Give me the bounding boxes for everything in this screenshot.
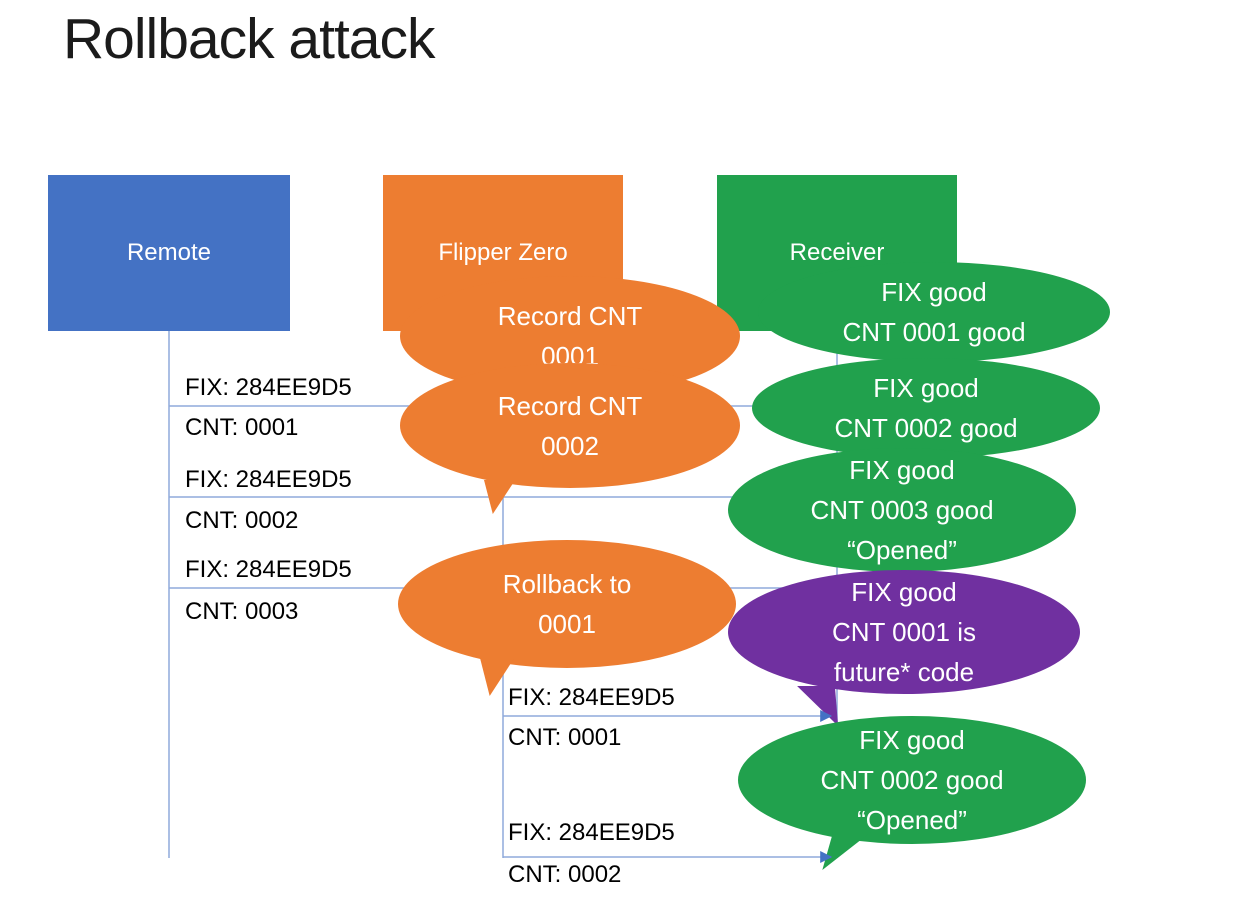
bubble-text-line: FIX good — [873, 373, 979, 403]
message-1-fix-label: FIX: 284EE9D5 — [185, 374, 352, 401]
actor-label-remote: Remote — [126, 239, 212, 266]
bubble-text-line: FIX good — [881, 277, 987, 307]
bubble-record-cnt-0002: Record CNT 0002 — [400, 363, 740, 514]
actor-label-flipper-zero: Flipper Zero — [438, 239, 568, 266]
bubble-text-line: CNT 0002 good — [834, 413, 1018, 443]
page-title: Rollback attack — [63, 7, 436, 71]
bubble-text-line: Rollback to — [502, 569, 632, 599]
bubble-text-line: CNT 0002 good — [820, 765, 1004, 795]
bubble-text-line: FIX good — [849, 455, 955, 485]
message-2-fix-label: FIX: 284EE9D5 — [185, 466, 352, 493]
message-4-cnt-label: CNT: 0001 — [508, 724, 622, 751]
bubble-fix-good-cnt-0002-good: FIX good CNT 0002 good — [752, 358, 1100, 458]
bubble-rollback-to-0001: Rollback to 0001 — [398, 540, 736, 696]
actor-box-remote: Remote — [48, 175, 290, 331]
bubble-fix-good-cnt-0003-opened: FIX good CNT 0003 good “Opened” — [728, 448, 1076, 572]
bubble-text-line: future* code — [833, 657, 975, 687]
bubble-fix-good-cnt-0001-future-code: FIX good CNT 0001 is future* code — [728, 570, 1080, 726]
message-5-fix-label: FIX: 284EE9D5 — [508, 819, 675, 846]
bubble-text-line: CNT 0003 good — [810, 495, 994, 525]
message-5-cnt-label: CNT: 0002 — [508, 861, 622, 888]
message-1-cnt-label: CNT: 0001 — [185, 414, 299, 441]
message-2-cnt-label: CNT: 0002 — [185, 507, 299, 534]
bubble-text-line: FIX good — [851, 577, 957, 607]
bubble-text-line: CNT 0001 good — [842, 317, 1026, 347]
bubble-text-line: “Opened” — [857, 805, 967, 835]
bubble-text-line: CNT 0001 is — [831, 617, 977, 647]
message-3-cnt-label: CNT: 0003 — [185, 598, 299, 625]
bubble-fix-good-cnt-0001-good: FIX good CNT 0001 good — [758, 262, 1110, 362]
actor-label-receiver: Receiver — [789, 239, 885, 266]
bubble-text-line: 0001 — [538, 609, 596, 639]
message-4-fix-label: FIX: 284EE9D5 — [508, 684, 675, 711]
bubble-fix-good-cnt-0002-opened: FIX good CNT 0002 good “Opened” — [738, 716, 1086, 870]
bubble-text-line: Record CNT — [497, 390, 643, 421]
bubble-text-line: 0002 — [541, 430, 599, 461]
bubble-text-line: FIX good — [859, 725, 965, 755]
bubble-text-line: “Opened” — [847, 535, 957, 565]
bubble-text-line: Record CNT — [497, 301, 643, 331]
message-3-fix-label: FIX: 284EE9D5 — [185, 556, 352, 583]
